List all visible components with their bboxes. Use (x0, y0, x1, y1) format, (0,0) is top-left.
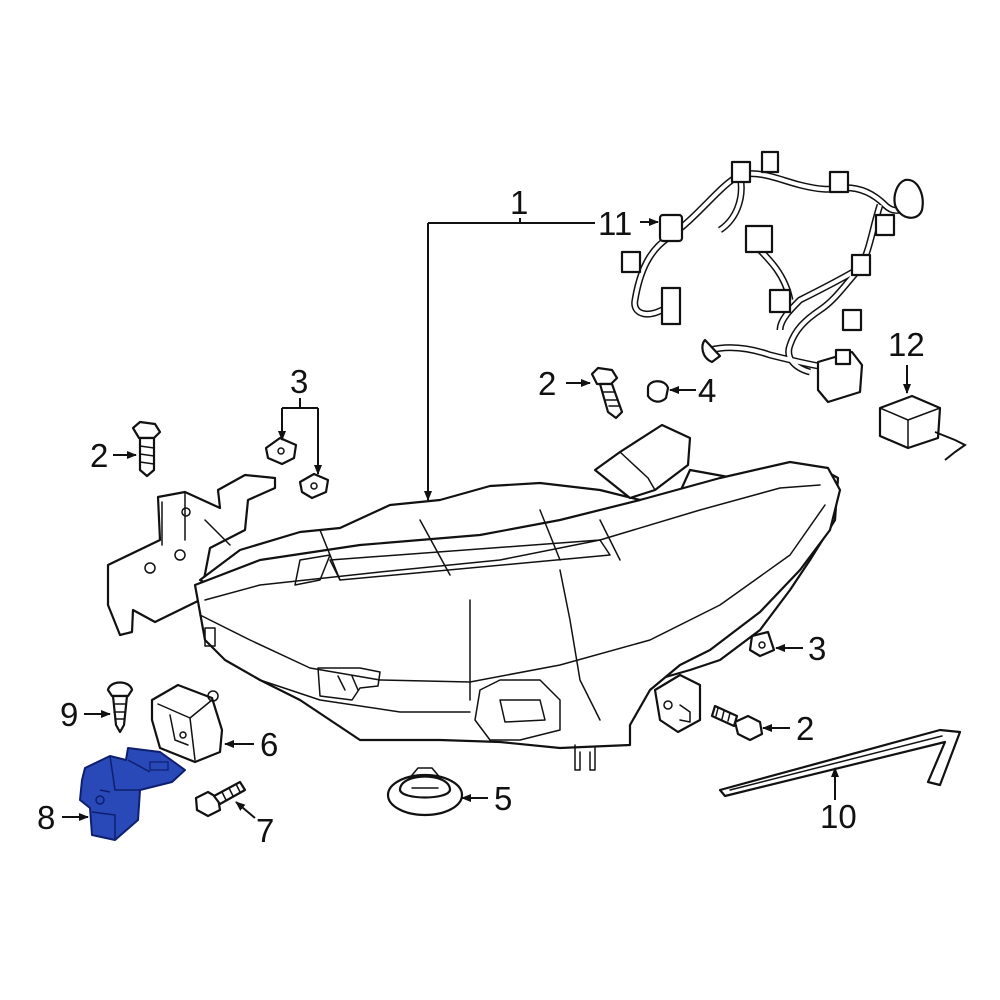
trim-strip-10[interactable] (718, 728, 962, 798)
callout-4: 4 (698, 372, 716, 409)
bolt-7[interactable] (194, 780, 247, 818)
callout-6: 6 (260, 726, 278, 763)
callout-7: 7 (256, 812, 274, 849)
bracket-8-highlighted[interactable] (79, 747, 186, 841)
headlamp-assembly[interactable] (106, 423, 842, 771)
screw-9[interactable] (106, 681, 134, 734)
bracket-6[interactable] (150, 683, 224, 764)
callout-2-right: 2 (796, 710, 814, 747)
callout-2-top: 2 (538, 365, 556, 402)
cap-4[interactable] (646, 380, 670, 403)
control-module[interactable] (878, 394, 967, 461)
callout-3-right: 3 (808, 630, 826, 667)
callout-10: 10 (820, 798, 857, 835)
bolt-2-left[interactable] (131, 420, 162, 478)
callout-3-top: 3 (290, 363, 308, 400)
grommet-5[interactable] (386, 767, 464, 817)
clip-nut-3-top-b[interactable] (298, 472, 330, 500)
wiring-harness[interactable] (620, 150, 924, 404)
clip-nut-3-top-a[interactable] (264, 436, 298, 466)
callout-5: 5 (494, 780, 512, 817)
callout-2-left: 2 (90, 437, 108, 474)
callout-9: 9 (60, 696, 78, 733)
leader-lines (62, 218, 911, 821)
bolt-2-top[interactable] (590, 366, 624, 420)
callout-11: 11 (598, 205, 632, 242)
bolt-2-right[interactable] (710, 704, 764, 742)
callout-8: 8 (37, 799, 55, 836)
callout-1: 1 (510, 184, 528, 221)
callout-12: 12 (888, 326, 925, 363)
clip-nut-3-right[interactable] (748, 630, 776, 658)
